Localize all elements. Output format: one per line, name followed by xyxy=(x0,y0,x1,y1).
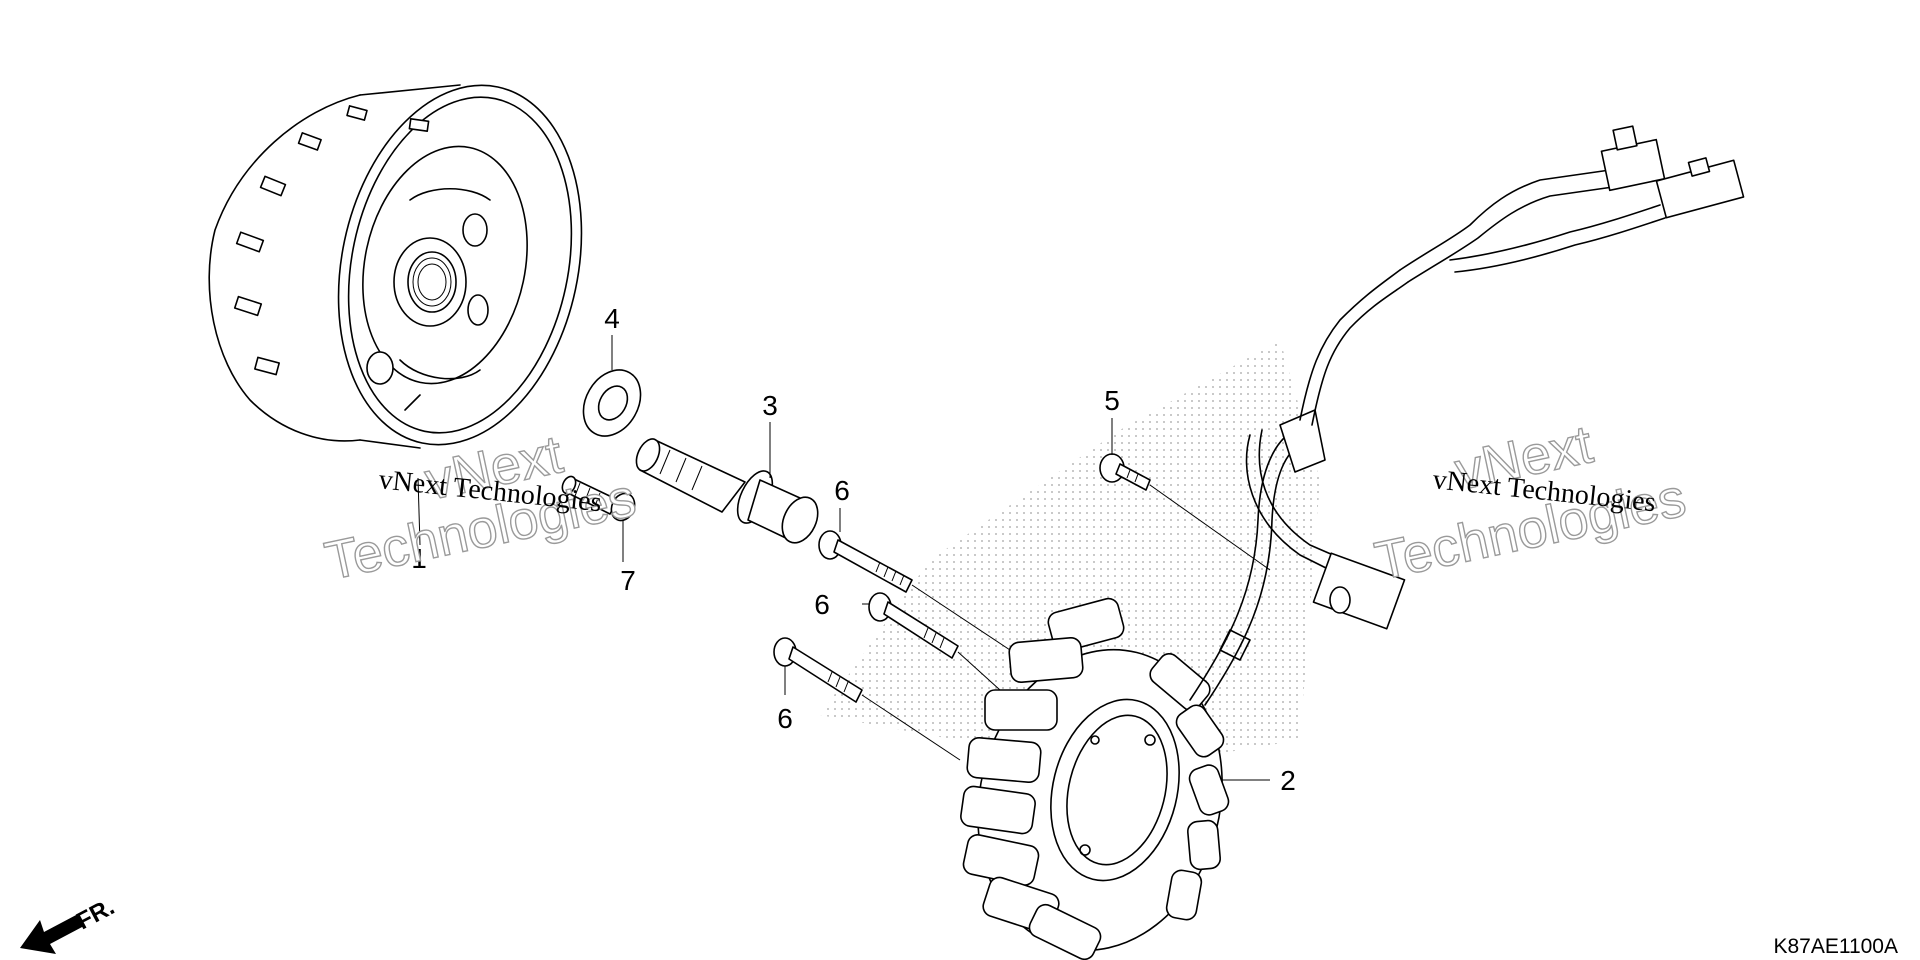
stator-bolt-middle[interactable] xyxy=(868,592,959,659)
callout-7: 7 xyxy=(620,565,636,596)
flywheel-slots xyxy=(233,105,430,376)
front-direction-indicator: FR. xyxy=(20,893,119,954)
stator[interactable] xyxy=(947,596,1253,960)
callout-2: 2 xyxy=(1280,765,1296,796)
shading xyxy=(820,340,1320,770)
callout-1: 1 xyxy=(411,543,427,574)
callout-6-middle: 6 xyxy=(814,589,830,620)
watermark-right: vNext Technologies vNext Technologies xyxy=(1369,414,1691,593)
flywheel-hub xyxy=(362,145,528,411)
stator-bolt-upper[interactable] xyxy=(818,530,913,593)
wire-harness[interactable] xyxy=(1189,125,1745,706)
stator-coils xyxy=(960,597,1230,960)
callout-6-upper: 6 xyxy=(834,475,850,506)
arrow-icon xyxy=(20,914,84,954)
callout-6-lower: 6 xyxy=(777,703,793,734)
dowel-bolt[interactable] xyxy=(560,474,639,524)
connector-upper[interactable] xyxy=(1600,125,1666,192)
flywheel[interactable] xyxy=(208,62,613,467)
callout-numbers: 1 2 3 4 5 6 6 6 7 xyxy=(411,303,1296,796)
callout-5: 5 xyxy=(1104,385,1120,416)
connector-lower[interactable] xyxy=(1245,429,1406,630)
diagram-code: K87AE1100A xyxy=(1773,935,1898,958)
connector-right[interactable] xyxy=(1655,157,1745,219)
callout-4: 4 xyxy=(604,303,620,334)
flange-bolt[interactable] xyxy=(632,435,825,548)
stator-bolt-lower[interactable] xyxy=(773,637,863,703)
leader-lines xyxy=(417,335,1271,781)
callout-3: 3 xyxy=(762,390,778,421)
watermark-left: vNext Technologies vNext Technologies xyxy=(319,424,641,593)
washer[interactable] xyxy=(572,360,652,447)
direction-label: FR. xyxy=(72,893,119,935)
